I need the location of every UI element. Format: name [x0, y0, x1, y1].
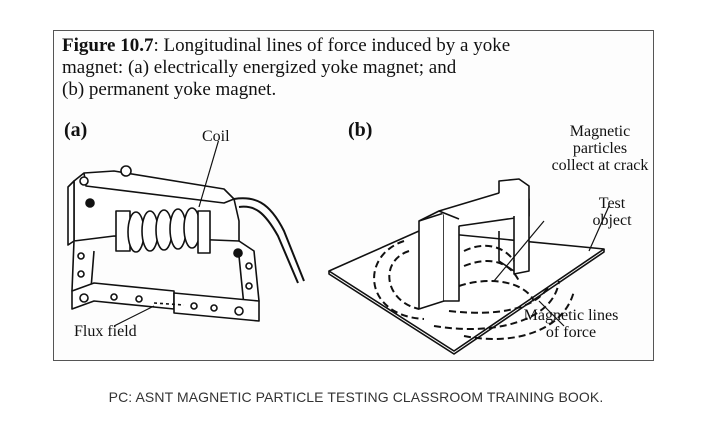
figure-caption: Figure 10.7: Longitudinal lines of force…	[62, 35, 642, 101]
lines-of-force-callout: Magnetic lines of force	[523, 307, 619, 341]
figure-frame: Figure 10.7: Longitudinal lines of force…	[53, 30, 654, 361]
flux-field-label: Flux field	[74, 323, 137, 340]
coil-label: Coil	[202, 128, 230, 145]
caption-line-1: : Longitudinal lines of force induced by…	[153, 35, 511, 56]
test-object-callout: Test object	[592, 195, 632, 229]
caption-line-3: (b) permanent yoke magnet.	[62, 79, 277, 100]
panel-b-label: (b)	[348, 119, 373, 141]
particles-callout: Magnetic particles collect at crack	[551, 123, 649, 174]
caption-line-2: magnet: (a) electrically energized yoke …	[62, 57, 457, 78]
electromagnetic-yoke-illustration	[67, 141, 305, 326]
panel-a-label: (a)	[64, 119, 88, 141]
photo-credit: PC: ASNT MAGNETIC PARTICLE TESTING CLASS…	[108, 389, 604, 405]
figure-number: Figure 10.7	[62, 35, 154, 56]
permanent-yoke-illustration	[328, 178, 610, 355]
